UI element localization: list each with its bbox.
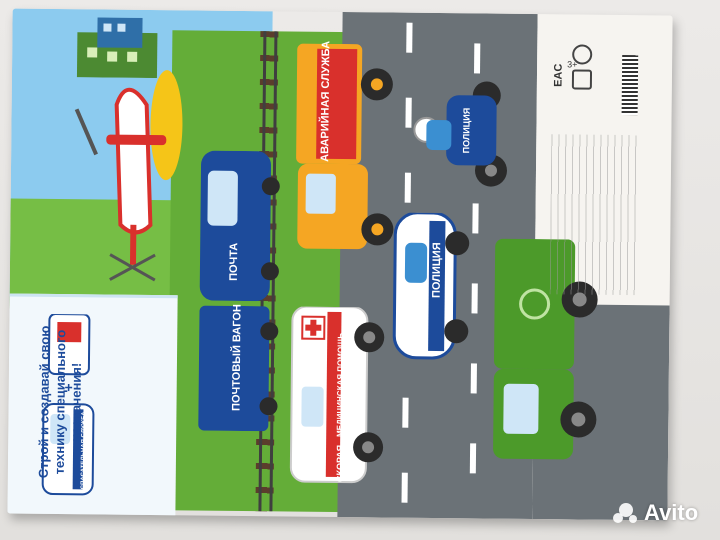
no-small-parts-icon xyxy=(572,44,593,65)
svg-text:+: + xyxy=(65,379,73,395)
promo-text: Строй и создавай свою технику специально… xyxy=(35,325,84,479)
recycle-icon xyxy=(571,69,593,90)
rescue-service-illustration: + xyxy=(41,313,95,496)
lane-marking xyxy=(470,363,477,394)
ambulance-label-bottom: МЕДИЦИНСКАЯ ПОМОЩЬ xyxy=(335,332,346,438)
avito-watermark-text: Avito xyxy=(644,500,699,525)
building-illustration xyxy=(76,17,158,79)
mail-car-label: ПОЧТА xyxy=(227,242,241,281)
helicopter-illustration xyxy=(74,70,183,282)
barcode-icon xyxy=(621,54,639,116)
lane-marking xyxy=(402,397,409,428)
emergency-truck-illustration xyxy=(296,43,394,250)
lane-marking xyxy=(406,22,413,53)
mail-car-illustration xyxy=(199,150,280,302)
lane-marking xyxy=(469,443,477,474)
avito-logo-icon xyxy=(613,503,637,523)
avito-watermark: Avito xyxy=(612,500,698,526)
police-motorcycle-label: ПОЛИЦИЯ xyxy=(461,107,472,154)
board-book-back-cover: АВАРИЙНАЯ СЛУЖБА ПОЛИЦИЯ ПОЧТА ПОЧТОВЫЙ … xyxy=(7,8,673,521)
police-car-label: ПОЛИЦИЯ xyxy=(430,242,444,299)
mail-wagon-label: ПОЧТОВЫЙ ВАГОН xyxy=(230,304,244,411)
lane-marking xyxy=(474,43,481,74)
ambulance-label-top: СКОРАЯ xyxy=(334,444,346,483)
emergency-truck-label: АВАРИЙНАЯ СЛУЖБА xyxy=(319,40,333,162)
mail-wagon-illustration xyxy=(198,305,279,432)
police-car-illustration xyxy=(392,212,470,360)
fine-print-block xyxy=(549,134,642,296)
lane-marking xyxy=(401,472,408,503)
eac-mark: EAC xyxy=(552,63,565,87)
police-motorcycle-illustration xyxy=(413,81,507,187)
ambulance-illustration xyxy=(289,306,385,484)
